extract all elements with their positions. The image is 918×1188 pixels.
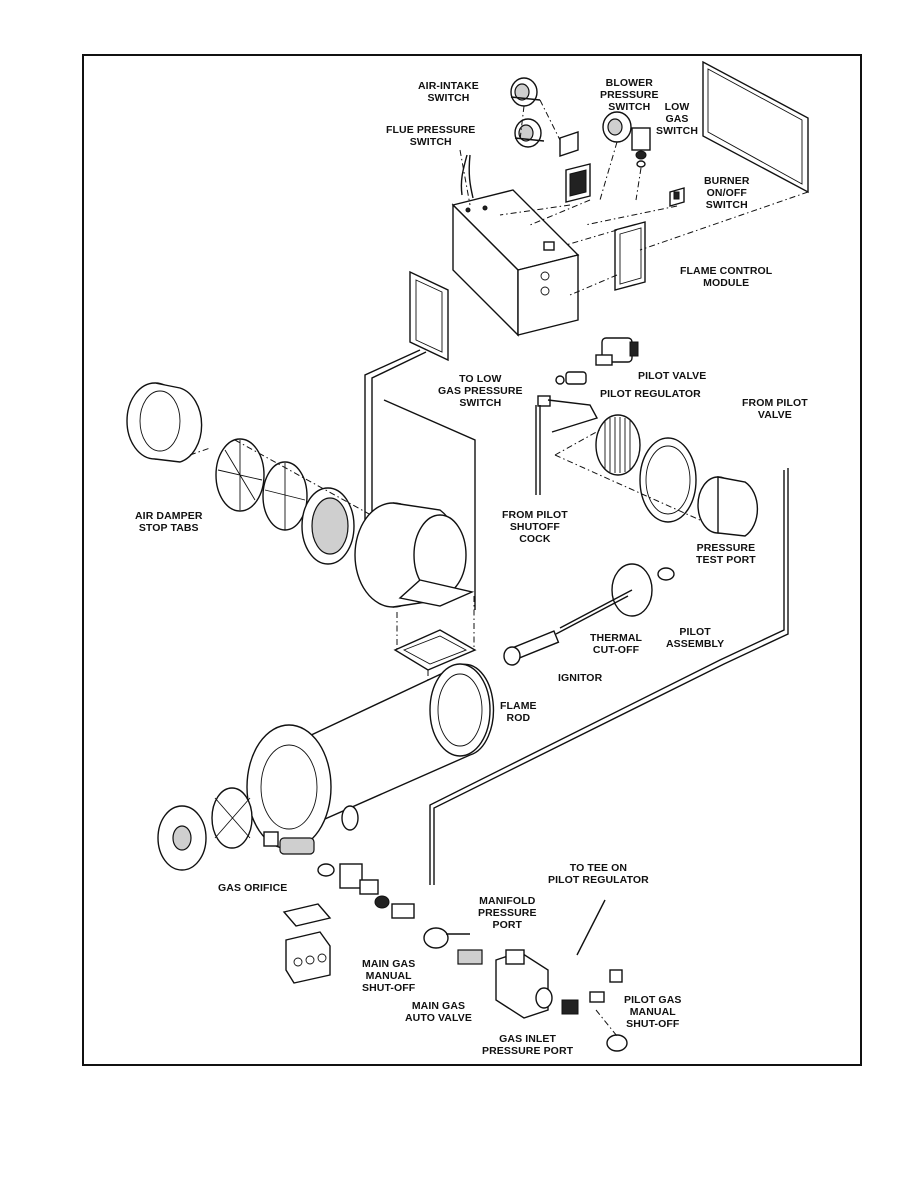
label-manifold-pressure-port: MANIFOLD PRESSURE PORT — [478, 895, 537, 931]
blower-pressure-switch-part — [602, 111, 632, 143]
label-ignitor: IGNITOR — [558, 672, 603, 684]
label-main-gas-auto-valve: MAIN GAS AUTO VALVE — [405, 1000, 472, 1024]
pilot-valve-part — [595, 337, 639, 366]
label-flame-rod: FLAME ROD — [500, 700, 537, 724]
label-gas-inlet-pressure-port: GAS INLET PRESSURE PORT — [482, 1033, 574, 1057]
label-pilot-gas-manual-shut-off: PILOT GAS MANUAL SHUT-OFF — [624, 994, 682, 1030]
label-to-low-gas-pressure-switch: TO LOW GAS PRESSURE SWITCH — [438, 373, 523, 409]
flame-control-module-part — [614, 221, 646, 291]
control-box — [451, 189, 580, 337]
label-air-damper-stop-tabs: AIR DAMPER STOP TABS — [135, 510, 203, 534]
label-flue-pressure-switch: FLUE PRESSURE SWITCH — [386, 124, 476, 148]
gas-orifice-parts — [263, 805, 415, 919]
label-flame-control-module: FLAME CONTROL MODULE — [680, 265, 773, 289]
junction-box — [282, 903, 332, 984]
label-pressure-test-port: PRESSURE TEST PORT — [696, 542, 756, 566]
pilot-assembly-part — [555, 563, 675, 635]
pilot-regulator-part — [555, 371, 587, 385]
label-pilot-valve: PILOT VALVE — [638, 370, 707, 382]
inlet-screen — [301, 487, 355, 565]
label-blower-pressure-switch: BLOWER PRESSURE SWITCH — [600, 77, 659, 113]
tee-fitting — [535, 395, 599, 495]
diagram-frame — [82, 54, 862, 1066]
cover-panel — [702, 60, 809, 194]
main-gas-manual-shutoff-part — [423, 927, 483, 965]
label-pilot-assembly: PILOT ASSEMBLY — [666, 626, 725, 650]
low-gas-switch-part — [631, 127, 651, 168]
blower-wheel — [595, 414, 641, 476]
label-to-tee-on-pilot-regulator: TO TEE ON PILOT REGULATOR — [548, 862, 649, 886]
label-low-gas-switch: LOW GAS SWITCH — [656, 101, 699, 137]
motor-flange — [639, 437, 697, 523]
ignitor-part — [503, 630, 560, 666]
pilot-gas-manual-shutoff-part — [589, 969, 628, 1052]
adapter-plate — [393, 629, 477, 671]
blast-tube — [246, 663, 495, 850]
label-air-intake-switch: AIR-INTAKE SWITCH — [418, 80, 479, 104]
label-main-gas-manual-shut-off: MAIN GAS MANUAL SHUT-OFF — [362, 958, 416, 994]
main-gas-auto-valve-part — [495, 949, 579, 1019]
flue-pressure-switch-part — [514, 118, 545, 148]
label-from-pilot-valve: FROM PILOT VALVE — [742, 397, 808, 421]
combustion-head — [211, 787, 253, 849]
diffuser — [157, 805, 207, 871]
blower-housing — [354, 502, 475, 608]
label-thermal-cut-off: THERMAL CUT-OFF — [590, 632, 643, 656]
label-pilot-regulator: PILOT REGULATOR — [600, 388, 701, 400]
air-damper-plates — [215, 438, 308, 531]
air-damper-housing — [126, 382, 203, 463]
label-gas-orifice: GAS ORIFICE — [218, 882, 288, 894]
blower-motor — [697, 476, 759, 537]
relay-block — [559, 131, 591, 203]
mounting-bracket — [409, 270, 449, 362]
air-intake-switch-part — [510, 77, 541, 107]
label-burner-on-off-switch: BURNER ON/OFF SWITCH — [704, 175, 750, 211]
burner-switch-part — [669, 187, 685, 207]
label-from-pilot-shutoff-cock: FROM PILOT SHUTOFF COCK — [502, 509, 568, 545]
